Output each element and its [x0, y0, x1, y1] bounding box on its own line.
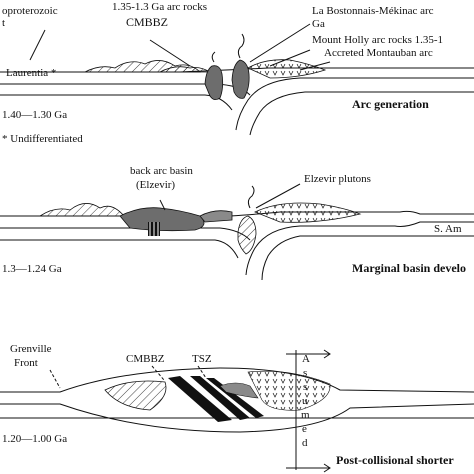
label-grenville: Grenville	[10, 343, 52, 355]
back-arc-basin	[119, 207, 205, 232]
crust-mid-line-2	[0, 227, 251, 241]
subducting-slab-lower-2	[261, 235, 474, 281]
label-montauban: Accreted Montauban arc	[324, 47, 433, 59]
label-s-am: S. Am	[434, 223, 462, 235]
arrow-grenville	[49, 369, 61, 389]
arrow-tsz	[197, 365, 207, 379]
label-ga: Ga	[312, 18, 325, 30]
label-neoproterozoic: oproterozoic	[2, 5, 58, 17]
label-cmbbz-3: CMBBZ	[126, 353, 165, 365]
label-bostonnais: La Bostonnais-Mékinac arc	[312, 5, 434, 17]
panel-post-collisional: A s s u m e d Grenville Front CMBBZ TSZ …	[0, 343, 474, 473]
title-arc-generation: Arc generation	[352, 97, 429, 111]
arrow-cmbbz	[151, 365, 165, 381]
hills-grey-2	[199, 210, 233, 223]
volcanic-plume-icon	[237, 33, 245, 59]
label-arc-rocks: 1.35-1.3 Ga arc rocks	[112, 1, 207, 13]
undifferentiated-note: * Undifferentiated	[2, 133, 83, 145]
label-laurentia: Laurentia *	[6, 67, 56, 79]
label-t: t	[2, 17, 5, 29]
leader-bostonnais	[249, 23, 311, 63]
assumed-letter-5: m	[301, 409, 310, 421]
hills-hatched-2	[38, 203, 125, 217]
accreted-montauban-arc	[247, 59, 327, 79]
assumed-letter-6: e	[302, 423, 307, 435]
leader-plutons	[255, 183, 301, 209]
volcanic-plume-icon-2	[211, 51, 216, 63]
leader-montauban	[299, 61, 331, 71]
title-post-collisional: Post-collisional shorter	[336, 453, 454, 467]
pluton-1	[204, 65, 224, 100]
label-tsz: TSZ	[192, 353, 212, 365]
subducting-slab-lower	[249, 91, 474, 136]
label-elzevir-plutons: Elzevir plutons	[304, 173, 371, 185]
cmbbz-hatched	[159, 66, 212, 73]
assumed-letter-7: d	[302, 437, 308, 449]
age-2: 1.3—1.24 Ga	[2, 263, 62, 275]
crust-base-line-3	[0, 403, 474, 433]
label-backarc: back arc basin	[130, 165, 193, 177]
assumed-letter-1: A	[302, 353, 310, 365]
thrust-band-1	[168, 376, 232, 422]
leader-mount-holly	[269, 49, 311, 67]
subducting-slab-upper	[235, 77, 474, 131]
thrust-band-3	[206, 378, 264, 418]
leader-neoproterozoic	[29, 29, 46, 61]
volcanic-plume-icon-3	[247, 185, 255, 209]
label-front: Front	[14, 357, 38, 369]
age-3: 1.20—1.00 Ga	[2, 433, 67, 445]
leader-cmbbz	[149, 39, 191, 67]
assumed-letter-4: u	[302, 395, 308, 407]
accreted-arc-3	[247, 370, 331, 411]
crust-base-line-2	[0, 239, 239, 259]
panel-arc-generation: oproterozoic t 1.35-1.3 Ga arc rocks CMB…	[0, 1, 474, 145]
assumed-letter-3: s	[303, 381, 307, 393]
title-marginal-basin: Marginal basin develo	[352, 261, 466, 275]
hatched-lens	[104, 380, 167, 411]
crust-base-line	[0, 94, 233, 111]
grey-slice	[219, 382, 259, 399]
label-cmbbz: CMBBZ	[126, 15, 168, 29]
leader-backarc	[159, 199, 166, 211]
accreted-arc-2	[254, 202, 362, 223]
age-1: 1.40—1.30 Ga	[2, 109, 67, 121]
elzevir-pluton	[237, 215, 257, 255]
label-mount-holly: Mount Holly arc rocks 1.35-1	[312, 34, 443, 46]
pluton-2	[231, 59, 250, 99]
assumed-letter-2: s	[303, 367, 307, 379]
label-elzevir: (Elzevir)	[136, 179, 175, 191]
panel-marginal-basin: back arc basin (Elzevir) Elzevir plutons…	[0, 165, 474, 281]
subducting-slab-upper-2	[245, 221, 474, 276]
thrust-band-2	[190, 376, 250, 420]
